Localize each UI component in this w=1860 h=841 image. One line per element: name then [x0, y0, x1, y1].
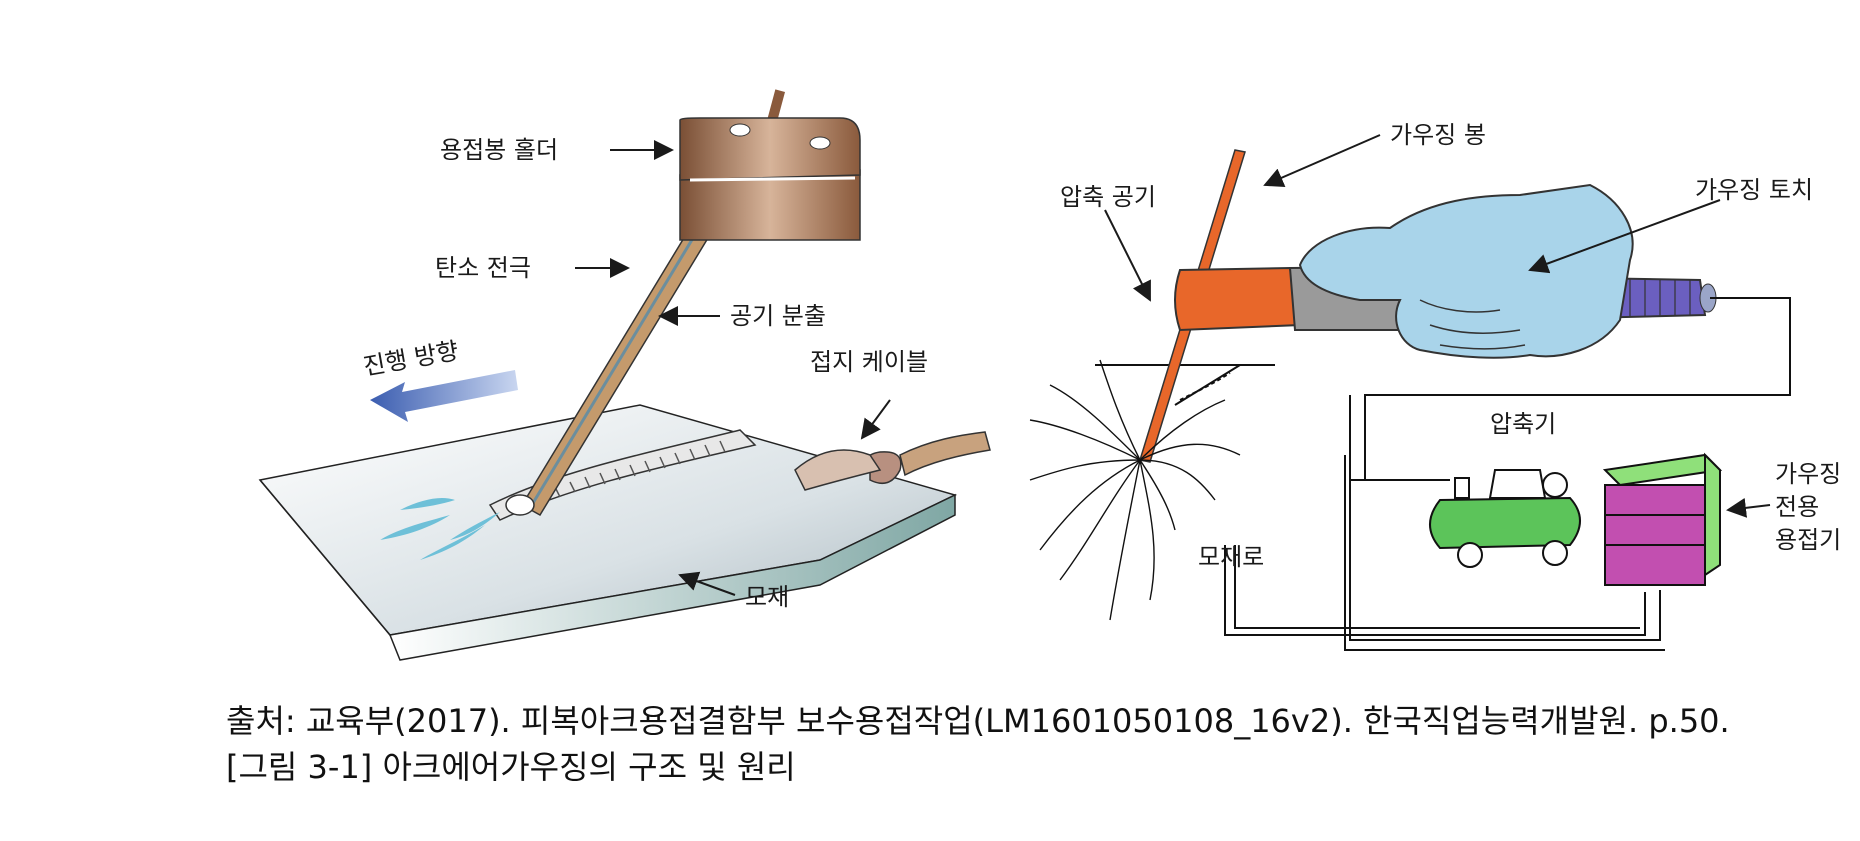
- gouging-rod-label: 가우징 봉: [1390, 121, 1486, 149]
- figure-title-caption: [그림 3-1] 아크에어가우징의 구조 및 원리: [226, 748, 796, 786]
- to-base-metal-label: 모재로: [1198, 543, 1264, 571]
- glove: [1298, 183, 1634, 359]
- blue-spatter: [380, 498, 500, 560]
- cables: [1224, 297, 1791, 651]
- left-leader-lines: [575, 140, 891, 596]
- welder-label-line2: 전용: [1775, 493, 1819, 521]
- right-leader-lines: [1104, 134, 1771, 518]
- figure-source-caption: 출처: 교육부(2017). 피복아크용접결함부 보수용접작업(LM160105…: [226, 702, 1730, 740]
- welder-label-line1: 가우징: [1775, 460, 1841, 488]
- holder-label: 용접봉 홀더: [440, 136, 558, 164]
- compressor: [1429, 469, 1581, 568]
- carbon-electrode: [505, 193, 730, 517]
- arc-air-gouging-figure: 용접봉 홀더 탄소 전극 공기 분출 진행 방향 접지 케이블 모재: [258, 89, 1841, 661]
- base-metal-plate: [258, 404, 958, 661]
- ground-clamp: [794, 431, 991, 491]
- welder-label-line3: 용접기: [1775, 526, 1841, 554]
- ground-cable-label: 접지 케이블: [810, 348, 928, 376]
- base-metal-label: 모재: [745, 583, 789, 611]
- gouging-welder: [1602, 452, 1723, 586]
- compressed-air-label: 압축 공기: [1060, 183, 1156, 211]
- compressor-label: 압축기: [1490, 410, 1556, 438]
- direction-arrow: [370, 370, 518, 422]
- work-surface: [1095, 364, 1275, 406]
- electrode-holder: [679, 89, 861, 241]
- left-diagram: 용접봉 홀더 탄소 전극 공기 분출 진행 방향 접지 케이블 모재: [258, 89, 991, 661]
- gouging-torch-label: 가우징 토치: [1695, 176, 1813, 204]
- electrode-label: 탄소 전극: [435, 254, 531, 282]
- right-diagram: 가우징 봉 압축 공기 가우징 토치 압축기 모재로 가우징 전용 용접기: [1029, 121, 1841, 651]
- sparks: [1029, 359, 1241, 621]
- air-jet-label: 공기 분출: [730, 302, 826, 330]
- direction-label: 진행 방향: [361, 337, 460, 381]
